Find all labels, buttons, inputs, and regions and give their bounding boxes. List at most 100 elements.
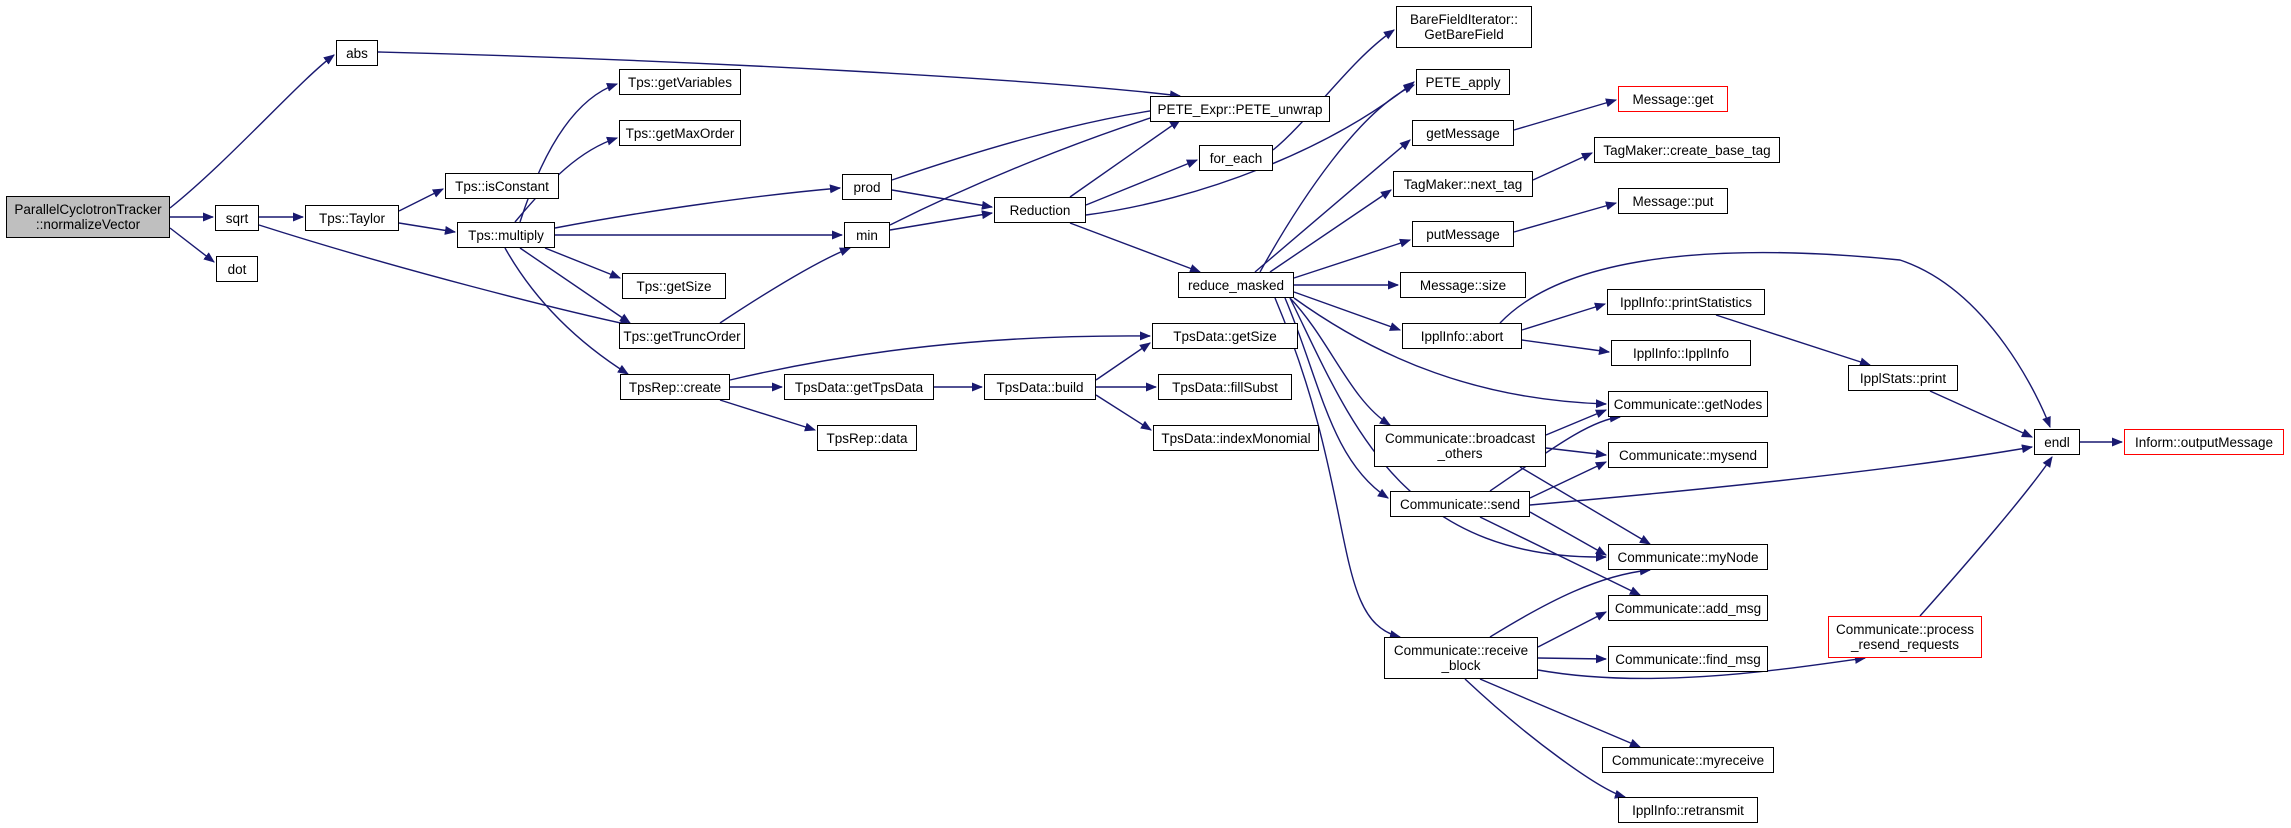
communicate-getnodes-node[interactable]: Communicate::getNodes bbox=[1608, 391, 1768, 417]
edge-root-abs bbox=[169, 54, 335, 209]
edge-abort-endl bbox=[1499, 251, 2051, 429]
tps-gettruncorder-node[interactable]: Tps::getTruncOrder bbox=[619, 323, 745, 349]
communicate-find-msg-node[interactable]: Communicate::find_msg bbox=[1608, 646, 1768, 672]
edge-root-dot bbox=[169, 227, 215, 263]
edge-receive-block-mynode bbox=[1489, 566, 1652, 638]
prod-node[interactable]: prod bbox=[842, 174, 892, 200]
abs-node[interactable]: abs bbox=[336, 40, 378, 66]
ipplinfo-abort-node[interactable]: IpplInfo::abort bbox=[1402, 323, 1522, 349]
edge-receive-block-myreceive bbox=[1479, 678, 1642, 748]
tps-getmaxorder-node[interactable]: Tps::getMaxOrder bbox=[619, 120, 741, 146]
communicate-myreceive-node[interactable]: Communicate::myreceive bbox=[1602, 747, 1774, 773]
edge-receive-block-add-msg bbox=[1537, 611, 1607, 648]
edge-build-tpsdata-getsize bbox=[1095, 342, 1151, 381]
edge-reduce-masked-ipplinfo-abort bbox=[1293, 291, 1402, 331]
communicate-add-msg-node[interactable]: Communicate::add_msg bbox=[1608, 595, 1768, 621]
communicate-mynode-node[interactable]: Communicate::myNode bbox=[1608, 544, 1768, 570]
communicate-receive-block-node[interactable]: Communicate::receive _block bbox=[1384, 637, 1538, 679]
edge-ipplstats-print-endl bbox=[1929, 390, 2034, 438]
tpsdata-getsize-node[interactable]: TpsData::getSize bbox=[1152, 323, 1298, 349]
edge-prod-unwrap bbox=[891, 104, 1172, 181]
ipplinfo-retransmit-node[interactable]: IpplInfo::retransmit bbox=[1618, 797, 1758, 823]
tpsdata-build-node[interactable]: TpsData::build bbox=[984, 374, 1096, 400]
edge-getmessage-message-get bbox=[1513, 98, 1618, 131]
edge-send-endl bbox=[1529, 444, 2034, 506]
pete-unwrap-node[interactable]: PETE_Expr::PETE_unwrap bbox=[1150, 96, 1330, 122]
barefielditerator-getbarefield-node[interactable]: BareFieldIterator:: GetBareField bbox=[1396, 6, 1532, 48]
edge-process-resend-endl bbox=[1919, 456, 2053, 617]
edge-reduce-masked-receive-block bbox=[1274, 297, 1402, 639]
edge-putmessage-message-put bbox=[1513, 201, 1618, 233]
root-function-node[interactable]: ParallelCyclotronTracker ::normalizeVect… bbox=[6, 196, 170, 238]
message-size-node[interactable]: Message::size bbox=[1400, 272, 1526, 298]
tagmaker-create-base-tag-node[interactable]: TagMaker::create_base_tag bbox=[1594, 137, 1780, 163]
communicate-send-node[interactable]: Communicate::send bbox=[1390, 491, 1530, 517]
tps-getvariables-node[interactable]: Tps::getVariables bbox=[619, 69, 741, 95]
tpsdata-indexmonomial-node[interactable]: TpsData::indexMonomial bbox=[1153, 425, 1319, 451]
edge-reduce-masked-next-tag bbox=[1269, 189, 1392, 273]
ipplinfo-ipplinfo-node[interactable]: IpplInfo::IpplInfo bbox=[1611, 340, 1751, 366]
message-put-node[interactable]: Message::put bbox=[1618, 188, 1728, 214]
inform-outputmessage-node[interactable]: Inform::outputMessage bbox=[2124, 429, 2284, 455]
edge-prod-reduction bbox=[891, 189, 994, 210]
edge-reduce-masked-mynode bbox=[1289, 297, 1608, 562]
message-get-node[interactable]: Message::get bbox=[1618, 86, 1728, 112]
putmessage-node[interactable]: putMessage bbox=[1412, 221, 1514, 247]
edge-for-each-getbarefield bbox=[1272, 29, 1395, 151]
edge-min-reduction bbox=[889, 210, 994, 231]
edge-send-add-msg bbox=[1479, 516, 1642, 596]
edge-printstatistics-ipplstats-print bbox=[1715, 314, 1872, 367]
reduction-node[interactable]: Reduction bbox=[994, 197, 1086, 223]
edge-receive-block-retransmit bbox=[1464, 678, 1627, 799]
edge-reduce-masked-pete-apply bbox=[1259, 84, 1416, 273]
edge-abort-printstatistics bbox=[1521, 302, 1607, 331]
edge-send-mynode bbox=[1529, 511, 1607, 556]
edge-multiply-getmaxorder bbox=[514, 136, 619, 223]
reduce-masked-node[interactable]: reduce_masked bbox=[1178, 272, 1294, 298]
tps-multiply-node[interactable]: Tps::multiply bbox=[457, 222, 555, 248]
for-each-node[interactable]: for_each bbox=[1199, 145, 1273, 171]
edge-send-mysend bbox=[1529, 461, 1608, 499]
tpsrep-create-node[interactable]: TpsRep::create bbox=[620, 374, 730, 400]
endl-node[interactable]: endl bbox=[2034, 429, 2080, 455]
edge-build-indexmonomial bbox=[1095, 394, 1152, 431]
communicate-process-resend-requests-node[interactable]: Communicate::process _resend_requests bbox=[1828, 616, 1982, 658]
edge-taylor-isconstant bbox=[398, 188, 445, 212]
edge-multiply-gettruncorder bbox=[519, 247, 631, 324]
dot-node[interactable]: dot bbox=[216, 256, 258, 282]
tpsdata-gettpsdata-node[interactable]: TpsData::getTpsData bbox=[784, 374, 934, 400]
tps-isconstant-node[interactable]: Tps::isConstant bbox=[445, 173, 559, 199]
tpsdata-fillsubst-node[interactable]: TpsData::fillSubst bbox=[1158, 374, 1292, 400]
edge-abort-ipplinfo bbox=[1521, 339, 1611, 356]
edge-reduce-masked-putmessage bbox=[1293, 238, 1412, 279]
communicate-mysend-node[interactable]: Communicate::mysend bbox=[1608, 442, 1768, 468]
tps-getsize-node[interactable]: Tps::getSize bbox=[622, 273, 726, 299]
edge-create-tpsdata-getsize bbox=[729, 331, 1152, 381]
min-node[interactable]: min bbox=[844, 222, 890, 248]
edge-reduce-masked-send bbox=[1284, 297, 1389, 499]
ipplinfo-printstatistics-node[interactable]: IpplInfo::printStatistics bbox=[1607, 289, 1765, 315]
sqrt-node[interactable]: sqrt bbox=[215, 205, 259, 231]
getmessage-node[interactable]: getMessage bbox=[1412, 120, 1514, 146]
edge-next-tag-create-base-tag bbox=[1532, 152, 1594, 181]
ipplstats-print-node[interactable]: IpplStats::print bbox=[1848, 365, 1958, 391]
tpsrep-data-node[interactable]: TpsRep::data bbox=[817, 425, 917, 451]
edge-reduction-reduce-masked bbox=[1069, 222, 1202, 273]
edge-reduce-masked-getmessage bbox=[1254, 139, 1411, 273]
edge-multiply-getsize bbox=[544, 247, 622, 279]
edge-multiply-getvariables bbox=[519, 83, 619, 223]
communicate-broadcast-others-node[interactable]: Communicate::broadcast _others bbox=[1374, 425, 1546, 467]
edge-multiply-prod bbox=[554, 184, 842, 229]
edge-sqrt-gettruncorder bbox=[258, 224, 632, 328]
edge-taylor-multiply bbox=[398, 222, 457, 235]
edge-multiply-tpsrep-create bbox=[504, 247, 629, 375]
tps-taylor-node[interactable]: Tps::Taylor bbox=[305, 205, 399, 231]
tagmaker-next-tag-node[interactable]: TagMaker::next_tag bbox=[1393, 171, 1533, 197]
pete-apply-node[interactable]: PETE_apply bbox=[1416, 69, 1510, 95]
edge-create-tpsrep-data bbox=[719, 399, 817, 432]
edge-receive-block-find-msg bbox=[1537, 654, 1608, 664]
edge-reduction-for-each bbox=[1085, 159, 1199, 206]
edge-receive-block-process-resend bbox=[1537, 654, 1867, 680]
